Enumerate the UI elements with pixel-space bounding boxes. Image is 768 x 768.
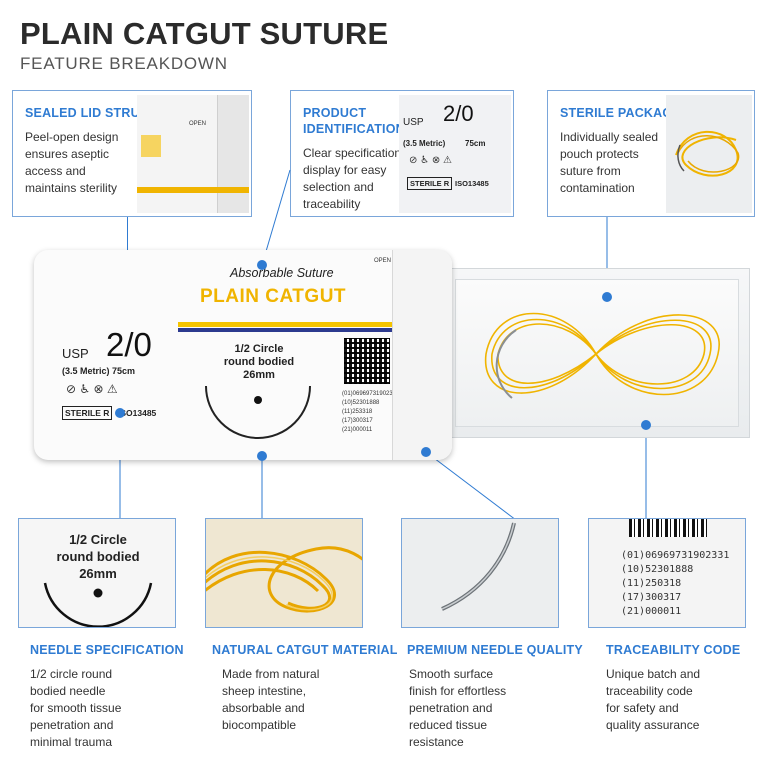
needle-quality-image xyxy=(401,518,559,628)
connector-dot xyxy=(421,447,431,457)
needle-spec-text: 1/2 Circle round bodied 26mm xyxy=(56,532,140,581)
feature-heading: STERILE PACKAGING xyxy=(560,106,696,120)
catgut-material-image xyxy=(205,518,363,628)
sterile-pouch xyxy=(444,268,750,438)
datamatrix-code xyxy=(344,338,390,384)
suture-package: Absorbable Suture OPEN PLAIN CATGUT USP … xyxy=(34,250,452,460)
trace-codes: (01)06969731902331 (10)52301888 (11)2503… xyxy=(621,550,730,617)
needle-curve-icon xyxy=(205,385,311,439)
sterile-pouch-image xyxy=(666,95,752,213)
usp-label: USP xyxy=(62,346,89,361)
feature-heading: NEEDLE SPECIFICATION xyxy=(30,643,184,657)
peel-flap xyxy=(392,250,452,460)
connector-dot xyxy=(257,260,267,270)
package-type-label: Absorbable Suture xyxy=(230,266,334,280)
sterile-badge: STERILE R xyxy=(62,406,113,420)
needle-curve-icon xyxy=(43,582,153,627)
feature-heading: NATURAL CATGUT MATERIAL xyxy=(212,643,398,657)
page-title: PLAIN CATGUT SUTURE xyxy=(20,16,389,51)
regulatory-symbols: ⊘ ♿ ⊗ ⚠ xyxy=(66,382,118,396)
traceability-code-image: (01)06969731902331 (10)52301888 (11)2503… xyxy=(588,518,746,628)
connector-dot xyxy=(115,408,125,418)
feature-description: Peel-open design ensures aseptic access … xyxy=(25,130,119,195)
feature-heading: PREMIUM NEEDLE QUALITY xyxy=(407,643,583,657)
sealed-lid-image: OPEN xyxy=(137,95,249,213)
connector-dot xyxy=(257,451,267,461)
feature-description: Unique batch and traceability code for s… xyxy=(606,667,701,732)
datamatrix-code xyxy=(629,519,707,537)
feature-description: Individually sealed pouch protects sutur… xyxy=(560,130,659,195)
metric-size: (3.5 Metric) 75cm xyxy=(62,366,136,376)
connector-dot xyxy=(641,420,651,430)
feature-card-sealed-lid: SEALED LID STRUCTURE Peel-open design en… xyxy=(12,90,252,217)
open-label: OPEN xyxy=(374,258,392,264)
feature-description: Made from natural sheep intestine, absor… xyxy=(222,667,320,732)
feature-description: Smooth surface finish for effortless pen… xyxy=(409,667,507,749)
iso-label: ISO13485 xyxy=(118,408,157,418)
feature-heading: TRACEABILITY CODE xyxy=(606,643,741,657)
needle-spec-label: 1/2 Circle round bodied 26mm xyxy=(223,343,295,381)
feature-card-product-id: PRODUCT IDENTIFICATION Clear specificati… xyxy=(290,90,514,217)
package-trace-codes: (01)06969731902331 (10)52301888 (11)2533… xyxy=(342,391,400,433)
navy-stripe xyxy=(178,328,452,332)
feature-description: Clear specification display for easy sel… xyxy=(303,146,402,211)
feature-heading: PRODUCT IDENTIFICATION xyxy=(303,106,405,136)
package-product-name: PLAIN CATGUT xyxy=(200,286,347,307)
needle-spec-image: 1/2 Circle round bodied 26mm xyxy=(18,518,176,628)
yellow-stripe xyxy=(178,322,452,327)
connector-dot xyxy=(602,292,612,302)
suture-size: 2/0 xyxy=(106,326,152,363)
page-subtitle: FEATURE BREAKDOWN xyxy=(20,54,228,73)
product-id-image: USP 2/0 (3.5 Metric) 75cm ⊘ ♿ ⊗ ⚠ STERIL… xyxy=(399,95,511,213)
feature-description: 1/2 circle round bodied needle for smoot… xyxy=(30,667,122,749)
feature-card-sterile-packaging: STERILE PACKAGING Individually sealed po… xyxy=(547,90,755,217)
